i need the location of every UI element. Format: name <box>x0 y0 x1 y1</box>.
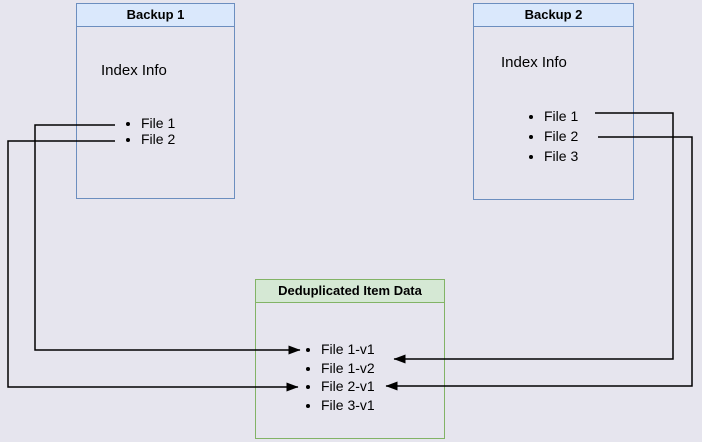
dedup-file-1-v2: File 1-v2 <box>321 359 375 378</box>
backup2-file-3: File 3 <box>544 146 578 166</box>
backup1-index-info-label: Index Info <box>101 62 167 79</box>
dedup-title: Deduplicated Item Data <box>256 280 444 303</box>
deduplicated-item-data-box: Deduplicated Item Data File 1-v1 File 1-… <box>255 279 445 439</box>
dedup-file-1-v1: File 1-v1 <box>321 340 375 359</box>
backup2-file-list: File 1 File 2 File 3 <box>526 106 578 166</box>
backup2-file-2: File 2 <box>544 126 578 146</box>
backup1-file-list: File 1 File 2 <box>123 115 175 147</box>
backup2-box: Backup 2 Index Info File 1 File 2 File 3 <box>473 3 634 200</box>
backup1-box: Backup 1 Index Info File 1 File 2 <box>76 3 235 199</box>
backup1-file-2: File 2 <box>141 131 175 147</box>
dedup-item-list: File 1-v1 File 1-v2 File 2-v1 File 3-v1 <box>303 340 375 414</box>
backup2-file-1: File 1 <box>544 106 578 126</box>
backup1-file-1: File 1 <box>141 115 175 131</box>
backup1-title: Backup 1 <box>77 4 234 27</box>
dedup-file-3-v1: File 3-v1 <box>321 396 375 415</box>
backup2-title: Backup 2 <box>474 4 633 27</box>
backup2-index-info-label: Index Info <box>501 54 567 71</box>
dedup-file-2-v1: File 2-v1 <box>321 377 375 396</box>
